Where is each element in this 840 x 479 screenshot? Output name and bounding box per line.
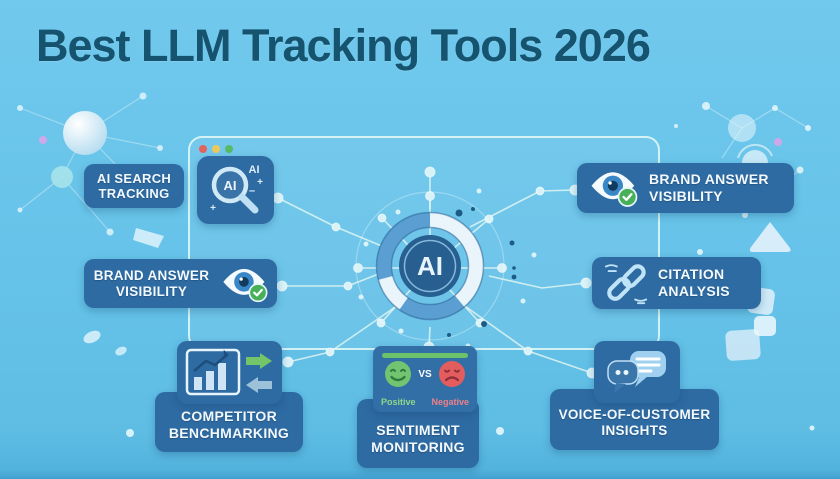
hub-outline-inner	[390, 226, 470, 306]
eye-check-icon	[591, 172, 638, 207]
positive-label: Positive	[380, 397, 416, 407]
feature-label: BRAND ANSWER VISIBILITY	[93, 267, 210, 299]
square-shape-2	[725, 329, 761, 361]
feature-label: AI SEARCH TRACKING	[96, 170, 172, 201]
feature-label: COMPETITOR BENCHMARKING	[168, 408, 290, 441]
hub-ring-white-2	[378, 275, 409, 310]
hub-core	[399, 235, 461, 297]
positive-face-icon	[385, 361, 412, 387]
hub-outline-outer	[375, 211, 485, 321]
parallelogram-shape	[133, 228, 164, 248]
ellipse-shape-2	[115, 346, 127, 356]
feature-brand-answer-visibility-right: BRAND ANSWER VISIBILITY	[577, 163, 794, 213]
ai-magnifier-icon: AI AI + – +	[210, 164, 263, 214]
vs-label: VS	[418, 368, 432, 380]
citation-link-icon	[604, 264, 648, 305]
purple-dot	[39, 136, 47, 144]
bottom-gradient-band	[0, 470, 840, 479]
purple-dot-2	[774, 138, 782, 146]
hub-label: AI	[417, 251, 443, 281]
square-shape-3	[754, 316, 776, 336]
hub-ring-white-1	[429, 212, 484, 307]
window-minimize-dot-icon	[212, 145, 220, 153]
feature-citation-analysis: CITATION ANALYSIS	[592, 257, 761, 309]
light-circle	[728, 114, 756, 142]
teal-dot	[51, 166, 73, 188]
window-maximize-dot-icon	[225, 145, 233, 153]
svg-text:AI: AI	[248, 164, 259, 176]
negative-face-icon	[438, 361, 465, 387]
voice-icon-box	[594, 341, 680, 403]
ai-hub: AI	[355, 191, 505, 341]
triangle-shape	[749, 222, 791, 252]
sentiment-icon-card: VS Positive Negative	[373, 346, 477, 412]
benchmark-chart-icon	[185, 348, 272, 395]
svg-text:–: –	[248, 185, 254, 197]
competitor-icon-box	[177, 341, 282, 404]
arrow-left-icon	[245, 376, 272, 393]
feature-label: VOICE-OF-CUSTOMER INSIGHTS	[558, 406, 711, 438]
window-close-dot-icon	[199, 145, 207, 153]
hub-core-ring	[403, 239, 457, 293]
sphere-decoration	[63, 111, 107, 155]
svg-text:+: +	[210, 203, 216, 214]
eye-check-icon	[223, 268, 268, 302]
page-title: Best LLM Tracking Tools 2026	[36, 20, 651, 71]
ellipse-shape-1	[83, 330, 101, 344]
svg-text:+: +	[257, 177, 263, 188]
svg-text:AI: AI	[223, 178, 236, 193]
green-bar	[382, 353, 468, 358]
feature-label: SENTIMENT MONITORING	[371, 421, 465, 455]
hub-halo-ring	[355, 191, 505, 341]
feature-ai-search-tracking: AI SEARCH TRACKING	[84, 164, 184, 208]
feature-brand-answer-visibility-left: BRAND ANSWER VISIBILITY	[84, 259, 277, 308]
feature-label: BRAND ANSWER VISIBILITY	[649, 171, 769, 204]
feature-label: CITATION ANALYSIS	[658, 266, 730, 299]
feature-competitor-benchmarking: COMPETITOR BENCHMARKING	[155, 392, 303, 452]
negative-label: Negative	[431, 397, 469, 407]
avatar-arc	[737, 143, 773, 159]
ai-search-icon-box: AI AI + – +	[197, 156, 274, 224]
feature-voice-of-customer-insights: VOICE-OF-CUSTOMER INSIGHTS	[550, 389, 719, 450]
speech-bubbles-icon	[607, 351, 666, 393]
arrow-right-icon	[245, 352, 272, 369]
